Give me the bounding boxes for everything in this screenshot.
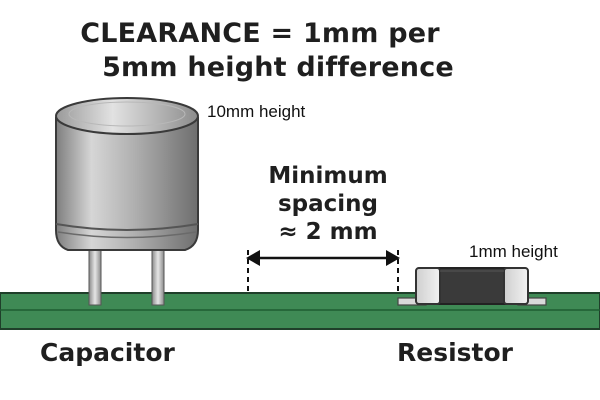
capacitor-component xyxy=(55,97,199,306)
spacing-label-line-1: Minimum xyxy=(268,163,388,189)
resistor-right-terminal xyxy=(503,267,529,305)
spacing-dimension xyxy=(246,250,400,295)
resistor-height-label: 1mm height xyxy=(469,242,558,261)
spacing-arrow-right-head xyxy=(386,250,400,266)
capacitor-left-lead xyxy=(88,249,102,306)
resistor-label: Resistor xyxy=(397,338,513,367)
spacing-label-line-2: spacing xyxy=(277,191,379,217)
capacitor-label: Capacitor xyxy=(40,338,175,367)
heading-line-2: 5mm height difference xyxy=(102,52,454,83)
resistor-left-terminal xyxy=(415,267,441,305)
capacitor-right-lead xyxy=(151,249,165,306)
capacitor-top xyxy=(55,97,199,135)
spacing-label-line-3: ≈ 2 mm xyxy=(278,219,378,245)
capacitor-height-label: 10mm height xyxy=(207,102,306,121)
capacitor-body xyxy=(55,117,199,251)
heading-line-1: CLEARANCE = 1mm per xyxy=(80,18,440,49)
capacitor-groove xyxy=(55,223,199,231)
resistor-component xyxy=(397,267,547,306)
spacing-arrow-left-head xyxy=(246,250,260,266)
